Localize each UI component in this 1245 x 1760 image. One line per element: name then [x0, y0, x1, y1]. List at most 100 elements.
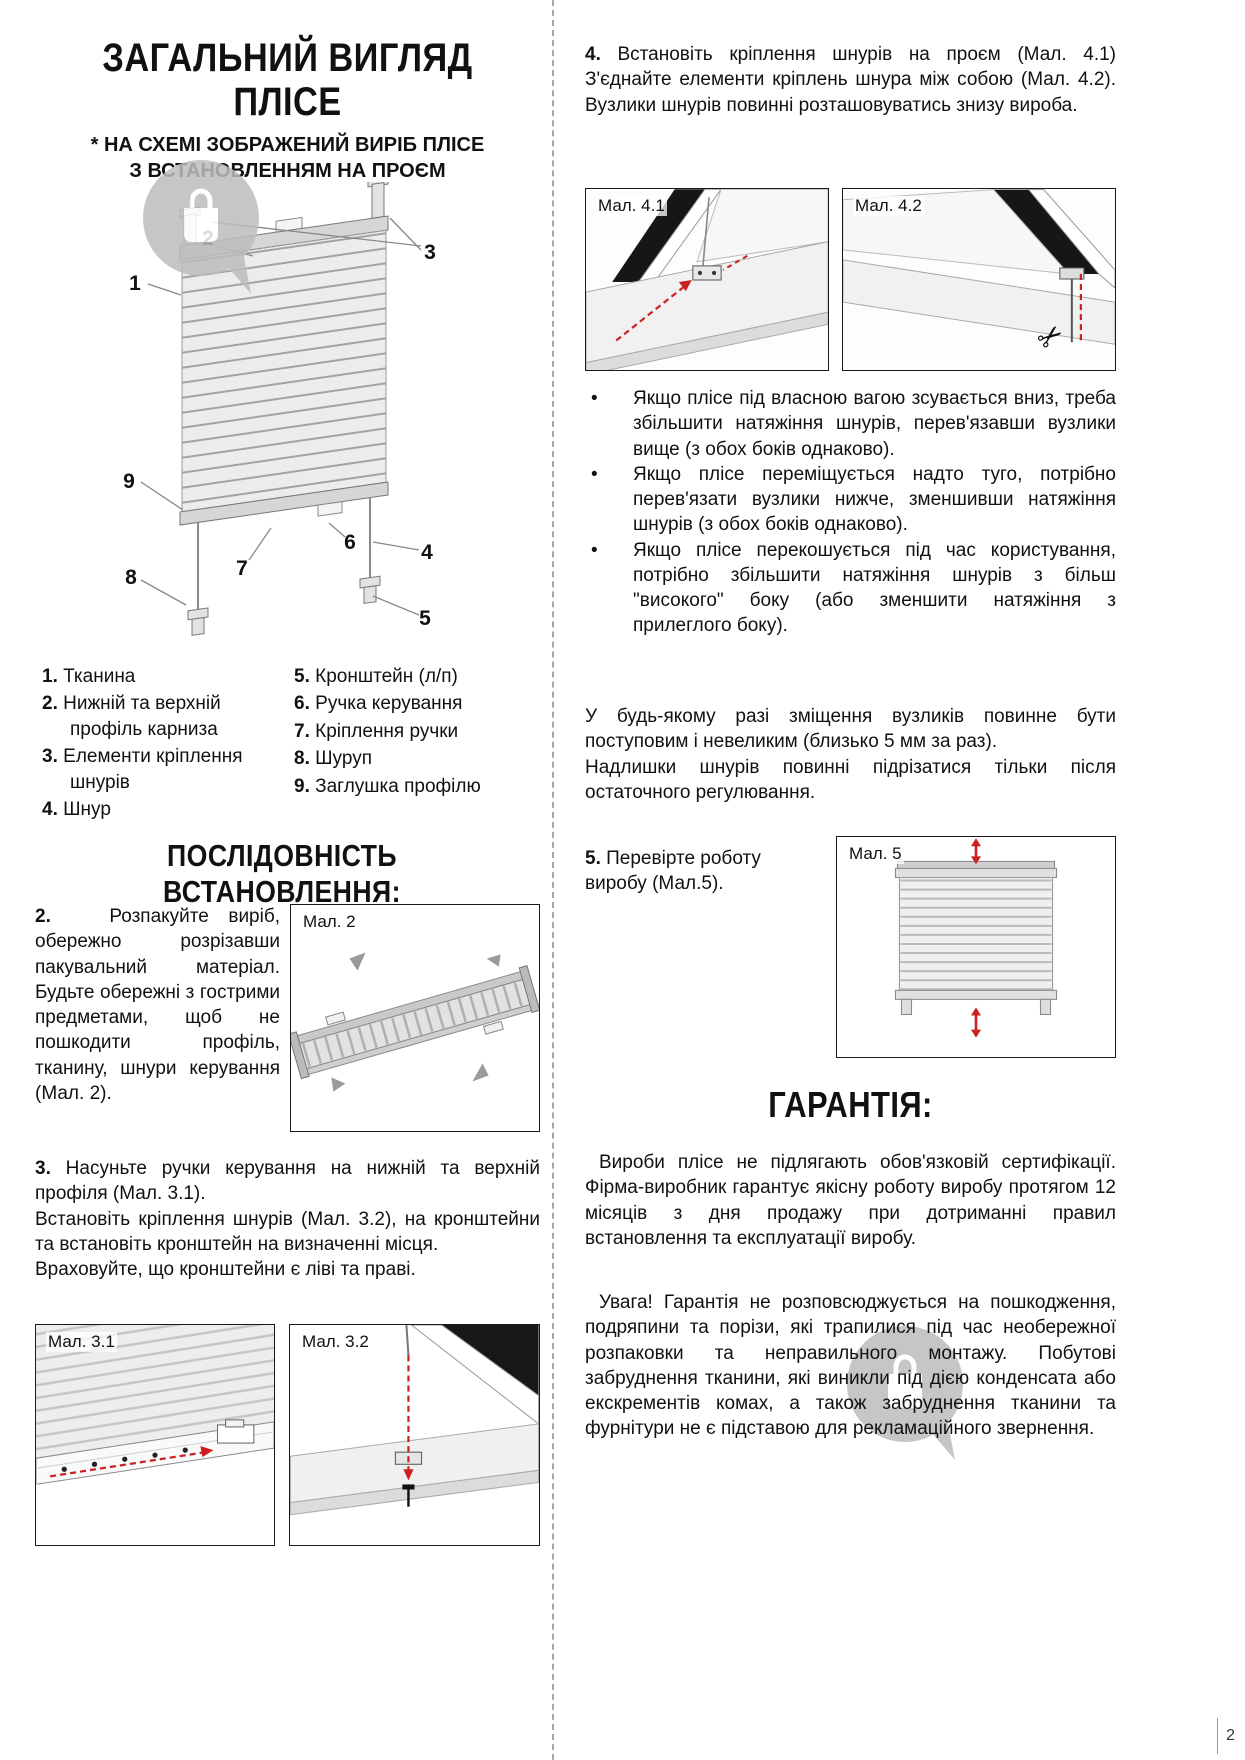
- step-4-number: 4.: [585, 44, 601, 65]
- bullet-item: • Якщо плісе перекошується під час корис…: [585, 538, 1116, 639]
- store-watermark-logo: [847, 1326, 963, 1460]
- legend-item: 4. Шнур: [42, 797, 294, 822]
- step-2-number: 2.: [35, 906, 51, 927]
- legend-text: Елементи кріплення шнурів: [63, 746, 243, 793]
- note-2: Надлишки шнурів повинні підрізатися тіль…: [585, 756, 1116, 803]
- page-number-divider: [1217, 1718, 1219, 1754]
- legend-number: 2.: [42, 693, 58, 715]
- legend-number: 1.: [42, 666, 58, 687]
- figure-2-label: Мал. 2: [301, 912, 358, 932]
- figure-5-illustration: [894, 838, 1058, 1038]
- store-watermark-logo: [143, 160, 259, 294]
- legend-number: 3.: [42, 746, 58, 768]
- legend-item: 1. Тканина: [42, 664, 294, 689]
- legend-text: Кронштейн (л/п): [315, 666, 458, 687]
- legend-text: Нижній та верхній профіль карниза: [63, 693, 221, 740]
- page-number-area: 2: [1217, 1718, 1239, 1754]
- step-4-block: 4. Встановіть кріплення шнурів на проєм …: [585, 42, 1116, 118]
- legend-column-left: 1. Тканина 2. Нижній та верхній профіль …: [42, 664, 294, 825]
- figure-4-2-label: Мал. 4.2: [853, 196, 924, 216]
- legend-text: Ручка керування: [315, 693, 463, 715]
- diagram-label-1: 1: [129, 272, 141, 295]
- step-2-body: Розпакуйте виріб, обережно розрізавши па…: [35, 906, 281, 1104]
- legend-item: 3. Елементи кріплення шнурів: [42, 744, 294, 795]
- bullet-marker: •: [591, 539, 598, 561]
- legend-number: 8.: [294, 748, 310, 770]
- page-title-line1: ЗАГАЛЬНИЙ ВИГЛЯД: [102, 36, 473, 80]
- figure-2: Мал. 2: [290, 904, 540, 1132]
- figure-5: Мал. 5: [836, 836, 1116, 1058]
- bullet-text: Якщо плісе перекошується під час користу…: [633, 539, 1116, 637]
- sequence-section-title: ПОСЛІДОВНІСТЬ ВСТАНОВЛЕННЯ:: [163, 838, 401, 909]
- step-5-body: Перевірте роботу виробу (Мал.5).: [585, 848, 761, 895]
- legend-column-right: 5. Кронштейн (л/п) 6. Ручка керування 7.…: [294, 664, 540, 825]
- legend-number: 9.: [294, 775, 310, 797]
- diagram-label-4: 4: [421, 541, 433, 564]
- legend-item: 8. Шуруп: [294, 746, 540, 771]
- diagram-label-5: 5: [419, 607, 431, 630]
- bullet-item: • Якщо плісе під власною вагою зсуваєтьс…: [585, 386, 1116, 462]
- figures-3-row: Мал. 3.1 Мал. 3.2: [35, 1324, 540, 1546]
- diagram-label-8: 8: [125, 566, 137, 589]
- legend-text: Тканина: [63, 666, 136, 687]
- diagram-label-9: 9: [123, 470, 135, 493]
- step-5-block: 5. Перевірте роботу виробу (Мал.5). Мал.…: [585, 836, 1116, 1058]
- diagram-label-7: 7: [236, 557, 248, 580]
- figure-4-1: Мал. 4.1: [585, 188, 829, 371]
- step-2-block: 2. Розпакуйте виріб, обережно розрізавши…: [35, 904, 540, 1132]
- warranty-section-title: ГАРАНТІЯ:: [768, 1084, 933, 1125]
- legend-item: 6. Ручка керування: [294, 691, 540, 716]
- step-3-line1: 3. Насуньте ручки керування на нижній та…: [35, 1156, 540, 1207]
- diagram-label-6: 6: [344, 531, 356, 554]
- legend-text: Шуруп: [315, 748, 372, 770]
- page-title-line2: ПЛІСЕ: [233, 80, 342, 124]
- bullet-marker: •: [591, 388, 598, 409]
- legend-item: 2. Нижній та верхній профіль карниза: [42, 691, 294, 742]
- step-3-number: 3.: [35, 1158, 51, 1179]
- legend-item: 9. Заглушка профілю: [294, 774, 540, 799]
- page-title: ЗАГАЛЬНИЙ ВИГЛЯД ПЛІСЕ: [35, 36, 540, 124]
- legend-item: 7. Кріплення ручки: [294, 719, 540, 744]
- adjustment-bullet-list: • Якщо плісе під власною вагою зсуваєтьс…: [585, 386, 1116, 639]
- page-number: 2: [1226, 1727, 1235, 1744]
- figure-3-1: Мал. 3.1: [35, 1324, 275, 1546]
- figure-3-1-label: Мал. 3.1: [46, 1332, 117, 1352]
- warranty-paragraph-1: Вироби плісе не підлягають обов'язковій …: [585, 1152, 1116, 1249]
- figure-3-1-illustration: [36, 1325, 274, 1545]
- note-1: У будь-якому разі зміщення вузликів пови…: [585, 706, 1116, 753]
- legend-number: 5.: [294, 666, 310, 687]
- figure-5-label: Мал. 5: [847, 844, 904, 864]
- step-3-block: 3. Насуньте ручки керування на нижній та…: [35, 1156, 540, 1282]
- figures-4-row: Мал. 4.1 Мал. 4.2: [585, 188, 1116, 371]
- legend-item: 5. Кронштейн (л/п): [294, 664, 540, 689]
- warranty-paragraph-2: Увага! Гарантія не розповсюджується на п…: [585, 1292, 1116, 1440]
- figure-2-illustration: [291, 952, 539, 1092]
- legend-number: 6.: [294, 693, 310, 715]
- step-4-body: Встановіть кріплення шнурів на проєм (Ма…: [585, 44, 1116, 116]
- parts-legend: 1. Тканина 2. Нижній та верхній профіль …: [42, 664, 540, 825]
- bullet-item: • Якщо плісе переміщується надто туго, п…: [585, 462, 1116, 538]
- figure-4-2-illustration: ✂: [843, 189, 1115, 370]
- legend-text: Шнур: [63, 799, 111, 821]
- page-subtitle-line1: * НА СХЕМІ ЗОБРАЖЕНИЙ ВИРІБ ПЛІСЕ: [90, 134, 485, 156]
- figure-3-2-illustration: [290, 1325, 539, 1516]
- column-divider: [552, 0, 554, 1760]
- figure-4-1-illustration: [586, 189, 828, 370]
- page-subtitle: * НА СХЕМІ ЗОБРАЖЕНИЙ ВИРІБ ПЛІСЕ З ВСТА…: [35, 132, 540, 185]
- legend-text: Заглушка профілю: [315, 775, 481, 797]
- bullet-marker: •: [591, 463, 598, 485]
- bullet-text: Якщо плісе під власною вагою зсувається …: [633, 388, 1116, 460]
- adjustment-notes: У будь-якому разі зміщення вузликів пови…: [585, 704, 1116, 805]
- figure-4-1-label: Мал. 4.1: [596, 196, 667, 216]
- step-2-text: 2. Розпакуйте виріб, обережно розрізавши…: [35, 904, 280, 1132]
- figure-3-2-label: Мал. 3.2: [300, 1332, 371, 1352]
- legend-number: 7.: [294, 720, 310, 742]
- legend-number: 4.: [42, 799, 58, 821]
- general-view-diagram: 1 2 3 4 5 6 7 8 9: [123, 182, 436, 636]
- legend-text: Кріплення ручки: [315, 720, 459, 742]
- figure-4-2: Мал. 4.2 ✂: [842, 188, 1116, 371]
- step-3-part2: Встановіть кріплення шнурів (Мал. 3.2), …: [35, 1208, 540, 1255]
- page-subtitle-line2: З ВСТАНОВЛЕННЯМ НА ПРОЄМ: [129, 160, 446, 183]
- figure-3-2: Мал. 3.2: [289, 1324, 540, 1546]
